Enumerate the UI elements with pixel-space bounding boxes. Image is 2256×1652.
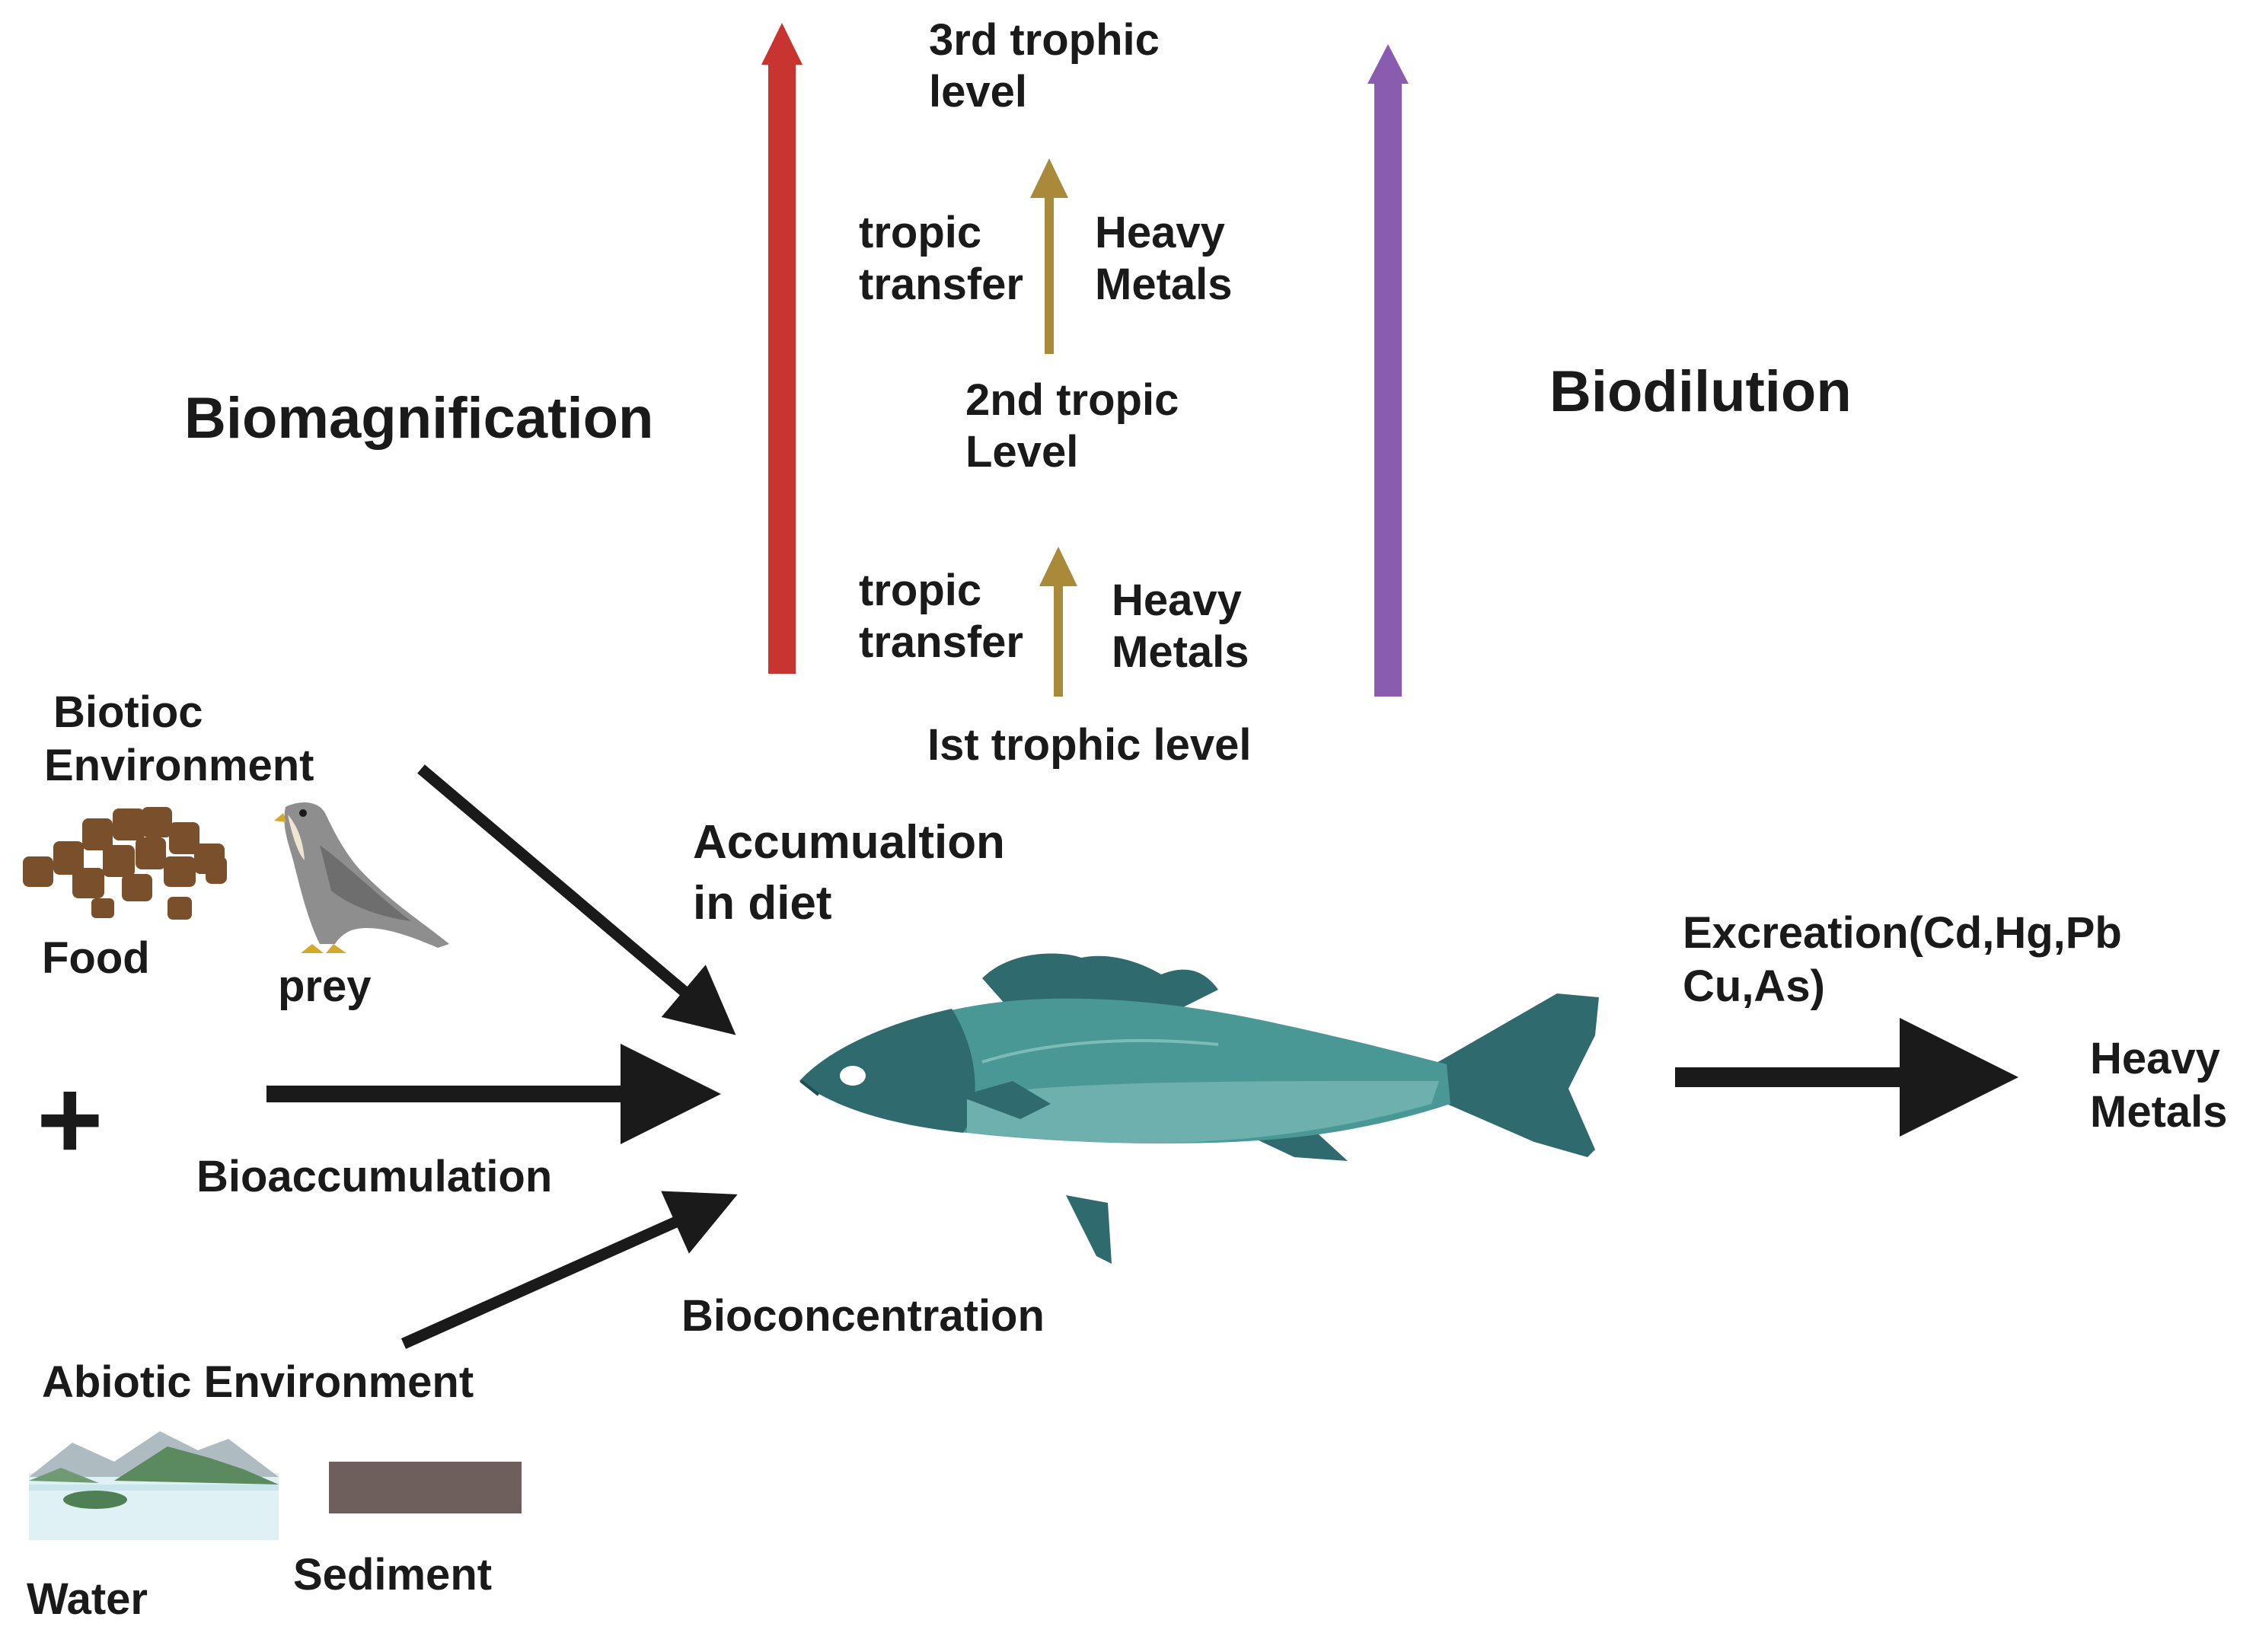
biomagnification-arrow	[761, 23, 803, 674]
heavy-metals-lower-line2: Metals	[1112, 627, 1249, 677]
bioaccumulation-label: Bioaccumulation	[196, 1152, 552, 1201]
tropic-transfer-lower-line1: tropic	[859, 566, 981, 615]
heavy-metals-upper-line1: Heavy	[1095, 208, 1225, 257]
tropic-transfer-upper-line1: tropic	[859, 208, 981, 257]
food-pellets-icon	[23, 807, 227, 920]
plus-sign: +	[37, 1055, 104, 1183]
biotic-environment-line1: Biotioc	[53, 687, 203, 737]
diet-arrow	[417, 764, 736, 1035]
heavy-metals-lower-line1: Heavy	[1112, 576, 1242, 625]
bioconcentration-arrow	[400, 1191, 738, 1349]
heavy-metals-output-line2: Metals	[2090, 1087, 2228, 1137]
accumulation-diet-line2: in diet	[693, 877, 832, 930]
food-label: Food	[42, 933, 150, 983]
sediment-icon	[329, 1462, 522, 1513]
prey-label: prey	[278, 962, 372, 1011]
heavy-metals-upper-line2: Metals	[1095, 260, 1233, 309]
biotic-environment-line2: Environment	[44, 741, 314, 790]
falcon-icon	[274, 802, 449, 953]
trophic-level-3-line1: 3rd trophic	[929, 15, 1160, 65]
excretion-label-line1: Excreation(Cd,Hg,Pb	[1683, 908, 2122, 958]
trophic-level-3-line2: level	[929, 67, 1027, 116]
tropic-transfer-arrow-lower	[1039, 547, 1077, 697]
bioconcentration-label: Bioconcentration	[681, 1291, 1045, 1341]
tropic-transfer-lower-line2: transfer	[859, 617, 1023, 667]
water-label: Water	[27, 1574, 148, 1624]
tropic-transfer-arrow-upper	[1030, 158, 1068, 354]
accumulation-diet-line1: Accumualtion	[693, 816, 1005, 869]
biodilution-arrow	[1367, 44, 1409, 697]
sediment-label: Sediment	[293, 1550, 492, 1599]
biodilution-heading: Biodilution	[1549, 359, 1852, 424]
trophic-level-2-line1: 2nd tropic	[965, 375, 1179, 425]
water-landscape-icon	[29, 1431, 279, 1540]
trophic-level-1-label: Ist trophic level	[927, 720, 1251, 770]
fish-icon	[799, 953, 1599, 1264]
biomagnification-heading: Biomagnification	[184, 386, 653, 451]
heavy-metals-output-line1: Heavy	[2090, 1034, 2220, 1083]
trophic-level-2-line2: Level	[965, 427, 1078, 477]
excretion-label-line2: Cu,As)	[1683, 962, 1825, 1011]
abiotic-environment-label: Abiotic Environment	[42, 1357, 474, 1407]
tropic-transfer-upper-line2: transfer	[859, 260, 1023, 309]
